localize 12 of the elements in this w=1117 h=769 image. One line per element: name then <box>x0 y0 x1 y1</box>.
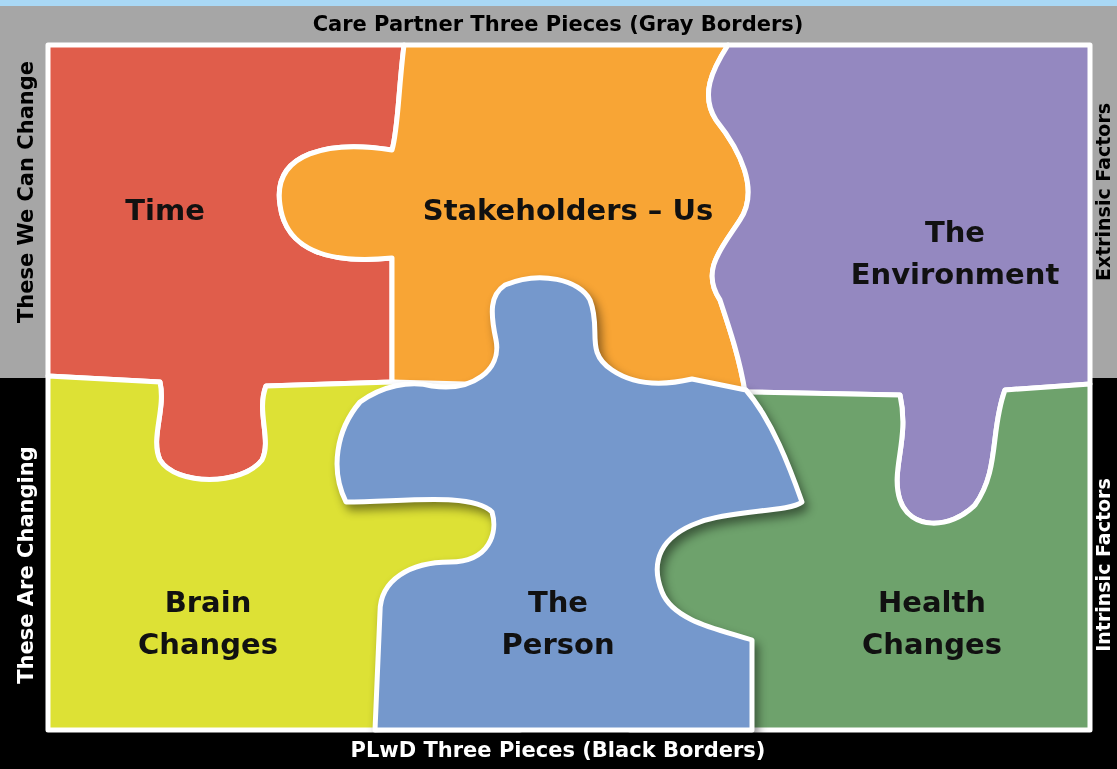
piece-label: Health Changes <box>861 584 1003 663</box>
frame-label: Extrinsic Factors <box>1092 102 1114 282</box>
frame-label: These We Can Change <box>14 60 38 324</box>
piece-label: Time <box>124 192 206 229</box>
piece-label: Brain Changes <box>137 584 279 663</box>
frame-label: Intrinsic Factors <box>1092 478 1114 652</box>
frame-label: Care Partner Three Pieces (Gray Borders) <box>312 12 804 36</box>
piece-label: The Person <box>500 584 616 663</box>
frame-label: PLwD Three Pieces (Black Borders) <box>350 738 766 762</box>
piece-label: The Environment <box>849 214 1061 293</box>
frame-label: These Are Changing <box>14 446 38 684</box>
piece-label: Stakeholders – Us <box>421 192 715 229</box>
